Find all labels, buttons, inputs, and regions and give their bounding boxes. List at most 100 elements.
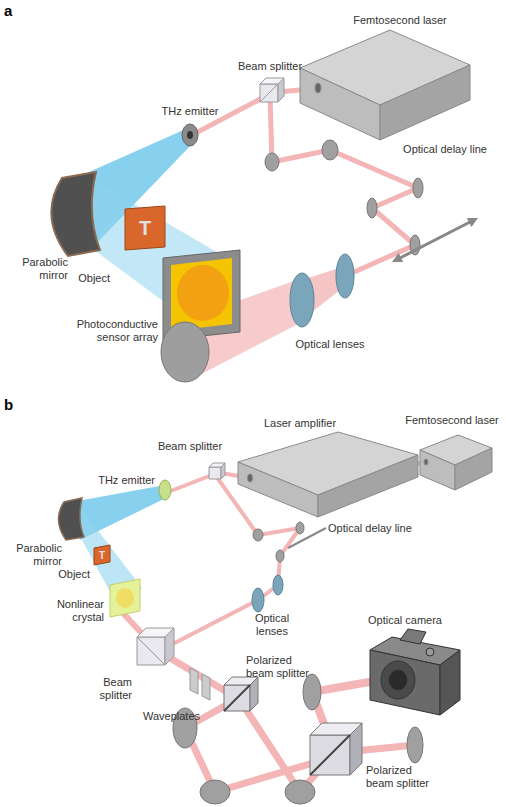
optical-lens (336, 254, 354, 298)
part-label: Optical delay line (390, 143, 500, 156)
optical-lens (252, 588, 264, 612)
panel-letter: a (4, 2, 24, 19)
laser-aperture (315, 83, 321, 93)
cube-face (278, 78, 284, 102)
thz-spot (116, 588, 134, 608)
camera-lens (389, 670, 407, 690)
laser-box (300, 30, 470, 140)
mirror (322, 140, 338, 160)
part-label: Polarized beam splitter (246, 654, 321, 679)
text-holder: T (92, 544, 112, 566)
part-label: Optical delay line (328, 522, 438, 535)
parabolic-mirror (51, 172, 100, 256)
mirror (407, 727, 423, 763)
thz-emitter (182, 124, 198, 146)
part-label: Laser amplifier (245, 417, 355, 430)
object-plate (125, 206, 165, 250)
polarized-beam-splitter (224, 677, 258, 711)
laser-beam (122, 462, 424, 792)
camera-dial (426, 648, 434, 656)
part-label: Beam splitter (150, 440, 230, 453)
cube-face (250, 677, 258, 711)
parabolic-mirror (58, 498, 84, 540)
cube-face (350, 723, 362, 775)
part-label: Beam splitter (225, 60, 315, 73)
box-face (300, 68, 380, 140)
object-plate (94, 545, 110, 565)
mirror (413, 178, 423, 198)
mirror (296, 522, 304, 534)
laser-aperture (424, 459, 428, 465)
object-letter: T (139, 217, 151, 240)
waveplate (190, 668, 198, 694)
amplifier-box (238, 432, 418, 517)
mirror (161, 322, 209, 382)
cube-face (310, 735, 350, 775)
thz-emitter (159, 480, 171, 500)
mirror (367, 198, 377, 218)
part-label: Parabolic mirror (2, 542, 62, 567)
thz-beam (76, 502, 142, 614)
part-label: Femtosecond laser (397, 414, 506, 427)
cube-diagonal (224, 685, 250, 711)
thz-spot (177, 265, 229, 321)
part-label: Optical camera (355, 614, 455, 627)
mirror (276, 550, 284, 562)
part-label: THz emitter (75, 474, 155, 487)
beam-splitter-cube (260, 78, 284, 102)
mirror (253, 529, 263, 541)
delay-arrow (400, 222, 470, 258)
delay-mirrors (253, 522, 304, 562)
panel-letter: b (4, 396, 24, 413)
part-label: Femtosecond laser (340, 14, 460, 27)
part-label: Object (40, 568, 90, 581)
optical-lens (273, 575, 283, 595)
waveplate (202, 674, 210, 700)
arrow-head (467, 218, 478, 227)
mirror (200, 780, 230, 804)
part-label: Optical lenses (280, 338, 380, 351)
cube-diagonal (310, 735, 350, 775)
mirror (285, 780, 315, 804)
object-plate: T (92, 544, 112, 566)
camera-lens (381, 661, 415, 699)
part-label: Nonlinear crystal (44, 598, 104, 623)
laser-beam (185, 702, 330, 792)
cube-face (260, 84, 278, 102)
box-face (238, 462, 318, 517)
cube-diagonal (137, 637, 165, 665)
part-label: Photoconductive sensor array (58, 318, 158, 343)
emitter-center (187, 131, 193, 139)
box-face (380, 65, 470, 140)
cube-face (137, 637, 165, 665)
box-face (420, 450, 455, 490)
laser-beam (168, 475, 212, 492)
mirror (265, 153, 279, 171)
part-label: Polarized beam splitter (366, 764, 441, 789)
beam-splitter-cube (209, 463, 225, 479)
optical-lens (290, 273, 314, 327)
thz-emitter (182, 124, 198, 146)
polarized-beam-splitter (310, 723, 362, 775)
laser-beam (165, 476, 300, 648)
thz-beam (80, 128, 234, 332)
object-plate: T (123, 205, 167, 251)
camera-body (370, 650, 440, 715)
delay-arrow (288, 528, 326, 548)
part-label: Beam splitter (82, 676, 132, 701)
beam-splitter-cube (137, 628, 174, 665)
part-label: THz emitter (145, 105, 235, 118)
cube-face (165, 628, 174, 665)
laser-aperture (248, 474, 253, 482)
optical-camera (370, 629, 460, 715)
delay-mirrors (265, 140, 423, 255)
part-label: Parabolic mirror (8, 256, 68, 281)
laser-box (420, 435, 492, 490)
delay-arrow (392, 218, 478, 262)
cube-face (224, 685, 250, 711)
nonlinear-crystal (110, 579, 140, 617)
camera-viewfinder (400, 629, 426, 644)
cube-face (221, 463, 225, 479)
